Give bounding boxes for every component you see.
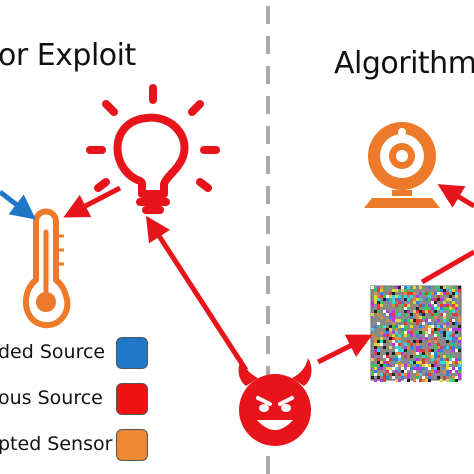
arrow-devil-to-noise (316, 334, 373, 365)
thermometer-icon (22, 208, 71, 329)
arrow-bulb-to-thermometer (63, 185, 122, 218)
legend-swatch-2 (116, 383, 148, 415)
devil-icon (238, 358, 312, 446)
legend-swatch-1 (116, 337, 148, 369)
legend-swatch-3 (116, 429, 148, 461)
legend-label-1: ded Source (0, 341, 106, 363)
arrow-noise-to-edge (420, 249, 474, 285)
legend-label-3: pted Sensor (0, 433, 113, 455)
noise-image (370, 285, 462, 382)
arrow-blue-to-thermometer (0, 190, 36, 220)
legend-label-2: ous Source (0, 387, 103, 409)
arrow-edge-to-webcam (437, 184, 474, 209)
section-title-left: or Exploit (0, 38, 136, 73)
arrow-devil-to-bulb (145, 215, 249, 372)
section-title-right: Algorithm (334, 46, 474, 81)
light-bulb-icon (86, 84, 220, 214)
webcam-icon (364, 122, 440, 208)
